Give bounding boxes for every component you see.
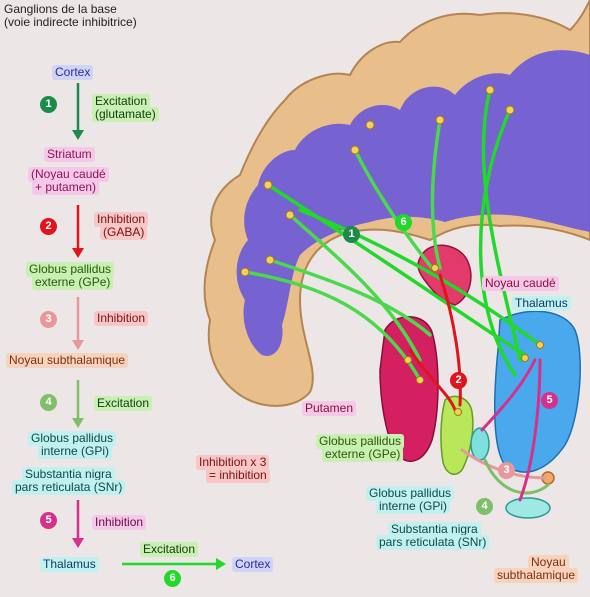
neuron <box>485 85 495 95</box>
step-badge-5: 5 <box>40 512 57 529</box>
noyau-caude-shape <box>417 244 472 306</box>
label-step4: Excitation <box>94 396 153 411</box>
neuron-bodies <box>240 85 544 416</box>
label-step2-a: Inhibition <box>94 212 149 227</box>
label-step6: Excitation <box>140 542 199 557</box>
snr-shape <box>505 497 551 519</box>
gpi-shape <box>470 427 490 461</box>
fiber-thalamus-cortex <box>478 108 517 377</box>
anatomy-label-putamen: Putamen <box>302 401 357 416</box>
neuron <box>365 120 375 130</box>
label-cortex-end: Cortex <box>232 557 274 572</box>
step-badge-3: 3 <box>40 311 57 328</box>
step-badge-1: 1 <box>40 96 57 113</box>
putamen-shape <box>379 316 439 462</box>
arrow-step6-head <box>216 558 226 570</box>
anatomy-label-gpe-2: externe (GPe) <box>322 447 404 462</box>
anatomy-label-caudate: Noyau caudé <box>482 276 559 291</box>
arrow-step2-head <box>72 248 84 258</box>
anatomy-label-thalamus: Thalamus <box>512 296 571 311</box>
fiber-tracts <box>243 88 550 502</box>
gpe-shape <box>440 395 474 475</box>
label-striatum: Striatum <box>44 147 95 162</box>
neuron <box>416 376 424 384</box>
deep-nuclei <box>379 244 581 519</box>
anatomy-badge-6: 6 <box>395 214 412 231</box>
label-thalamus: Thalamus <box>40 557 99 572</box>
neuron <box>240 267 250 277</box>
neuron <box>285 210 295 220</box>
neuron <box>263 180 273 190</box>
anatomy-badge-4: 4 <box>476 498 493 515</box>
neuron <box>505 105 515 115</box>
step-badge-4: 4 <box>40 394 57 411</box>
label-step2-b: (GABA) <box>100 225 148 240</box>
anatomy-badge-3: 3 <box>498 462 515 479</box>
anatomy-label-snr-2: pars reticulata (SNr) <box>376 535 490 550</box>
neuron <box>431 264 439 272</box>
fiber-thalamus-cortex <box>266 183 527 357</box>
diagram-subtitle: (voie indirecte inhibitrice) <box>4 15 137 29</box>
anatomy-label-stn-2: subthalamique <box>494 568 579 583</box>
label-step3: Inhibition <box>94 311 149 326</box>
fiber-stn-gpi <box>483 458 550 495</box>
label-striatum-detail-2: + putamen) <box>32 180 100 195</box>
label-snr-2: pars reticulata (SNr) <box>12 480 126 495</box>
anatomy-badge-2: 2 <box>450 372 467 389</box>
anatomy-label-snr: Substantia nigra <box>388 522 481 537</box>
anatomy-label-gpi: Globus pallidus <box>366 486 455 501</box>
neuron <box>404 356 412 364</box>
label-gpi: Globus pallidus <box>28 431 117 446</box>
fiber-cortex-striatum <box>243 270 422 382</box>
fiber-striatum-gpe <box>408 348 457 412</box>
neuron <box>435 115 445 125</box>
label-step1-b: (glutamate) <box>92 107 159 122</box>
diagram-title: Ganglions de la base <box>4 2 117 16</box>
label-striatum-detail: (Noyau caudé <box>28 167 109 182</box>
fiber-gpi-thalamus <box>480 358 537 432</box>
thalamus-shape <box>493 310 581 473</box>
fiber-thalamus-cortex <box>298 208 542 347</box>
fiber-snr-thalamus <box>518 358 542 502</box>
anatomy-badge-1: 1 <box>343 226 360 243</box>
label-cortex-start: Cortex <box>52 65 94 80</box>
anatomy-label-stn: Noyau <box>528 555 569 570</box>
label-stn: Noyau subthalamique <box>6 353 129 368</box>
label-snr: Substantia nigra <box>22 467 115 482</box>
label-step5: Inhibition <box>92 515 147 530</box>
label-step1-a: Excitation <box>92 94 151 109</box>
fiber-cortex-striatum <box>268 258 432 337</box>
label-gpe: Globus pallidus <box>26 262 115 277</box>
anatomy-badge-5: 5 <box>541 392 558 409</box>
label-gpi-2: interne (GPi) <box>38 444 113 459</box>
fiber-cortex-striatum <box>353 148 434 270</box>
arrow-step4-head <box>72 418 84 428</box>
fiber-cortex-striatum <box>430 118 442 270</box>
fiber-striatum-gpe <box>438 273 462 407</box>
fiber-cortex-striatum <box>288 213 422 362</box>
neuron <box>350 145 360 155</box>
anatomy-label-gpi-2: interne (GPi) <box>376 499 451 514</box>
fiber-thalamus-cortex <box>481 88 522 362</box>
step-badge-6: 6 <box>164 570 181 587</box>
neuron <box>536 341 544 349</box>
arrow-step1-head <box>72 130 84 140</box>
label-summary-a: Inhibition x 3 <box>196 455 270 470</box>
neuron <box>521 354 529 362</box>
arrow-step3-head <box>72 340 84 350</box>
step-badge-2: 2 <box>40 218 57 235</box>
anatomy-label-gpe: Globus pallidus <box>316 434 405 449</box>
neuron <box>454 408 462 416</box>
label-gpe-2: externe (GPe) <box>32 275 114 290</box>
neuron <box>265 255 275 265</box>
flow-arrows <box>72 83 226 570</box>
label-summary-b: = inhibition <box>206 468 270 483</box>
arrow-step5-head <box>72 538 84 548</box>
